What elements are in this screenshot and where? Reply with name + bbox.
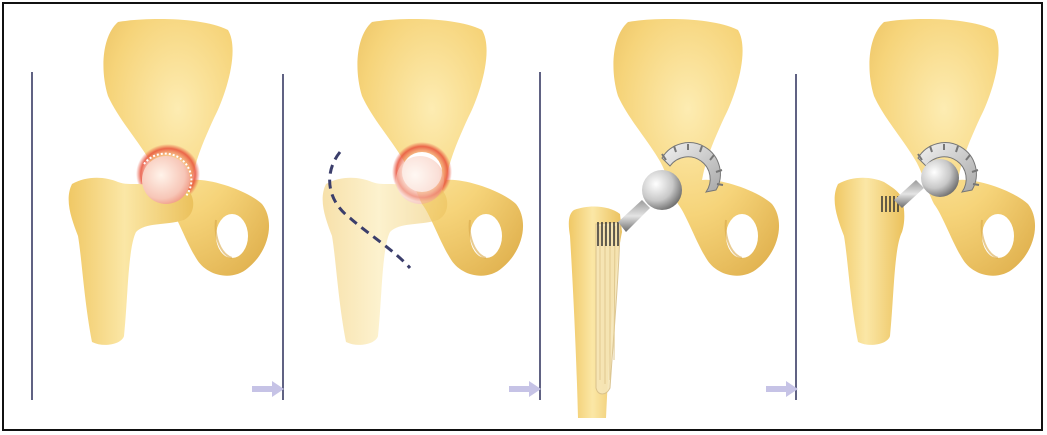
femur-bone <box>69 156 194 345</box>
prosthetic-ball <box>642 170 682 210</box>
step-4-assembled <box>835 19 1035 345</box>
femur-bone <box>323 156 448 345</box>
step-arrows <box>252 381 798 397</box>
arrow-icon <box>766 381 798 397</box>
step-3-implant-inserted <box>569 19 779 418</box>
implant-neck <box>618 200 650 232</box>
arrow-icon <box>252 381 284 397</box>
step-1-arthritic-hip <box>69 19 269 345</box>
prosthetic-ball <box>921 159 959 197</box>
step-2-resection <box>323 19 523 345</box>
arrow-icon <box>509 381 541 397</box>
